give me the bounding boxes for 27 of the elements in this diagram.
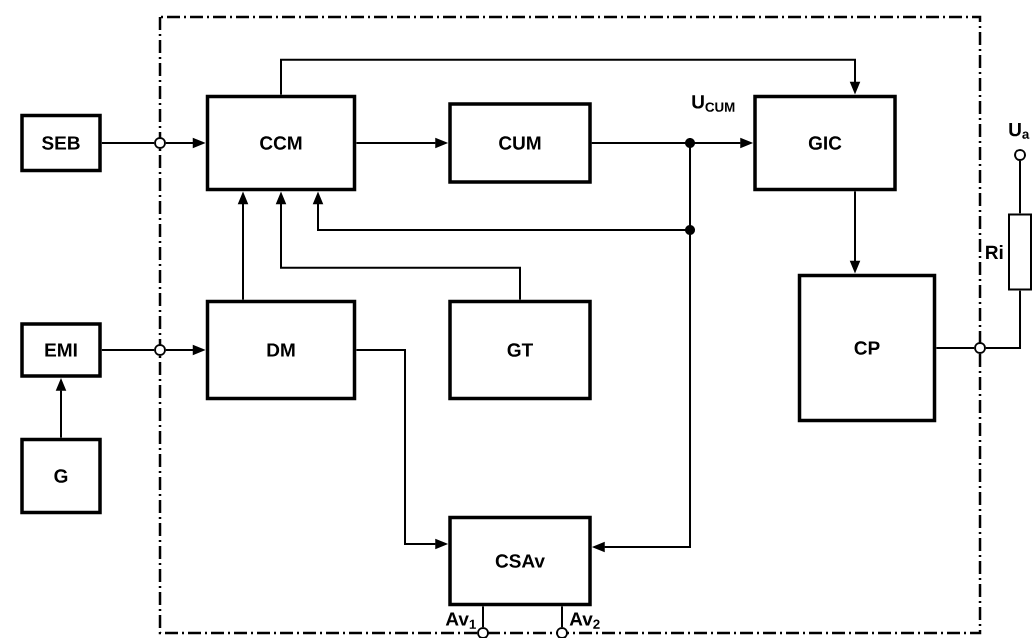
block-box: CP (797, 273, 937, 423)
block-box: DM (205, 299, 357, 401)
connector-line (280, 58, 861, 96)
connector-line (100, 142, 155, 144)
block-box: GIC (753, 94, 897, 192)
connector-line (561, 605, 563, 628)
signal-label: Av$_{1}$ (445, 612, 476, 629)
signal-label: U$_{CUM}$ (692, 95, 735, 112)
signal-label: Av$_{2}$ (569, 612, 600, 629)
block-box: CSAv (448, 515, 592, 607)
connector-line (935, 347, 975, 349)
block-box: CUM (448, 102, 592, 184)
connector-line (482, 605, 484, 628)
terminal-circle (556, 627, 568, 638)
block-box: GT (448, 299, 592, 401)
connector-line (985, 289, 1021, 349)
terminal-circle (477, 627, 489, 638)
block-box: SEB (20, 113, 102, 173)
block-box: G (20, 437, 102, 515)
connector-line (590, 142, 691, 553)
block-box: EMI (20, 322, 102, 378)
block-box: CCM (205, 94, 357, 192)
signal-label: U$_{a}$ (1009, 123, 1030, 139)
connector-line (100, 349, 155, 351)
resistor-symbol (1008, 213, 1032, 291)
component-label: Ri (986, 245, 1003, 259)
connector-line (1019, 160, 1021, 215)
